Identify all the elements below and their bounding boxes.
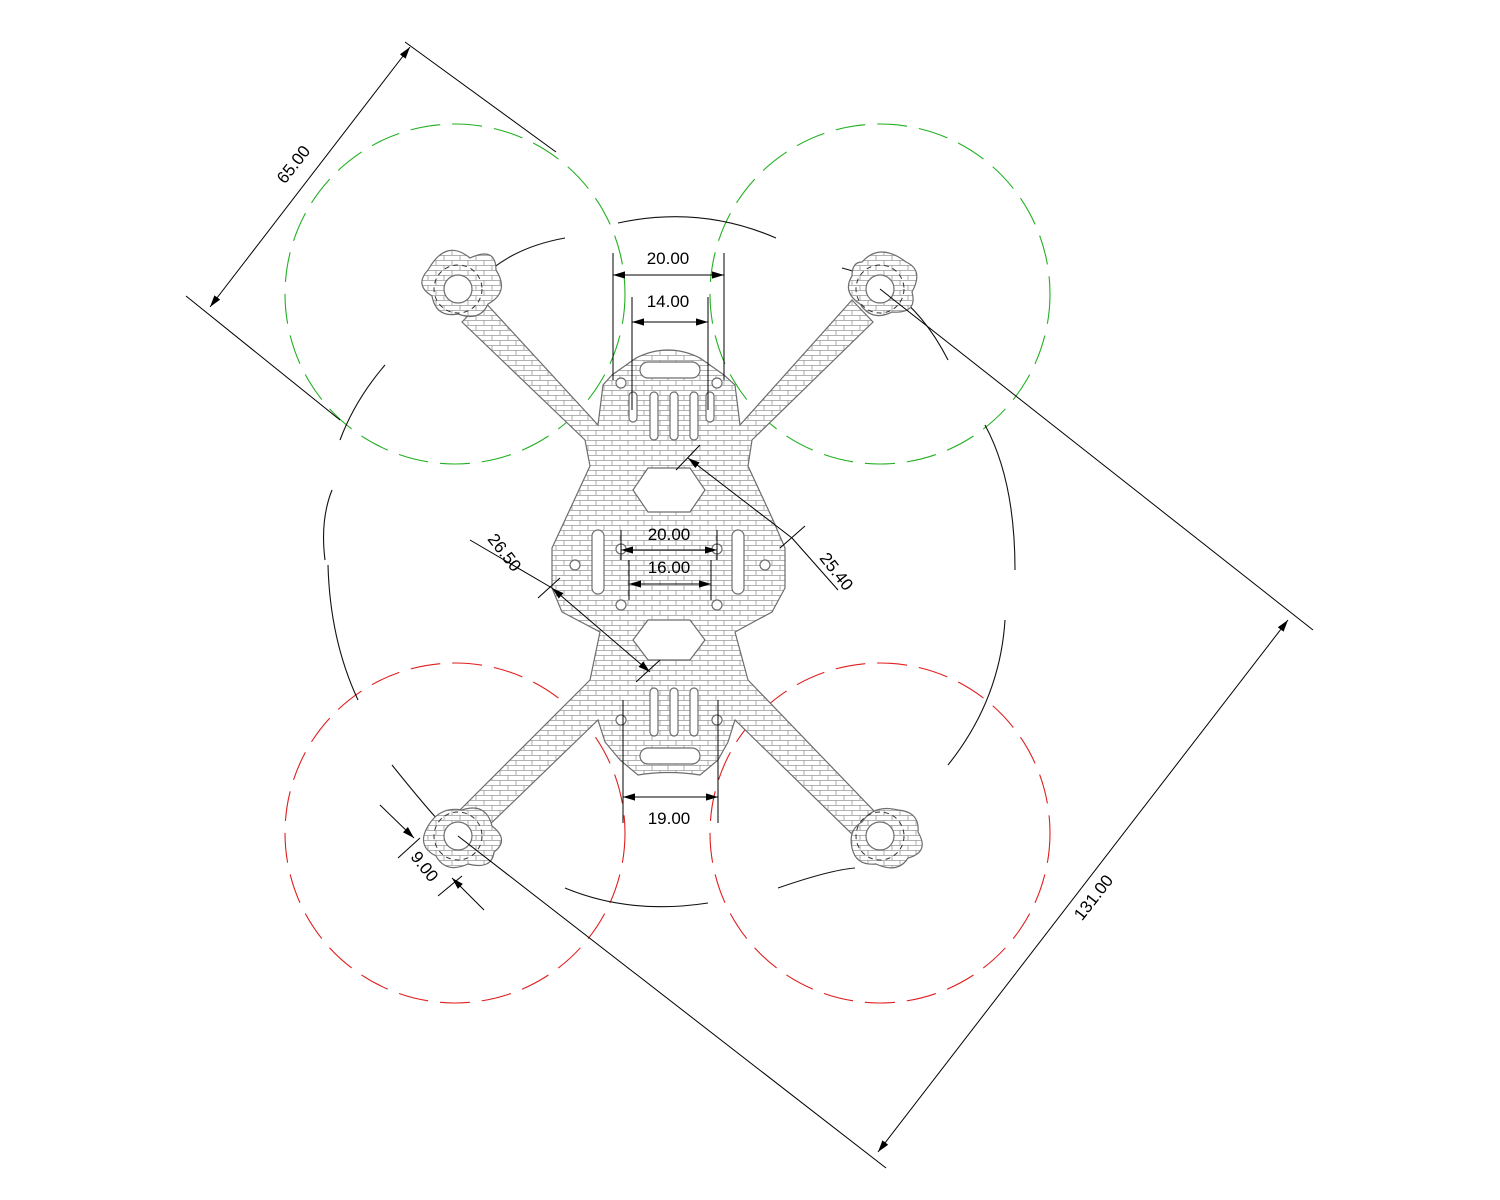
dim-top-outer: 20.00 (612, 249, 725, 380)
prop-circle-rear-left (284, 662, 626, 1004)
dim-stack-outer: 20.00 (620, 525, 718, 560)
dim-top-inner: 14.00 (631, 292, 709, 410)
frame-body (459, 299, 876, 835)
dim-bottom-label: 19.00 (648, 809, 691, 828)
dim-prop-diameter: 65.00 (185, 41, 557, 421)
dim-stack-inner: 16.00 (628, 558, 712, 600)
dim-stack-outer-label: 20.00 (648, 525, 691, 544)
dim-wheelbase-label: 131.00 (1070, 871, 1117, 924)
dim-top-outer-label: 20.00 (647, 249, 690, 268)
dim-stack-inner-label: 16.00 (648, 558, 691, 577)
dim-bottom: 19.00 (622, 700, 719, 828)
prop-circle-front-right (709, 123, 1051, 465)
dim-prop-diameter-label: 65.00 (273, 142, 314, 187)
dim-top-inner-label: 14.00 (647, 292, 690, 311)
